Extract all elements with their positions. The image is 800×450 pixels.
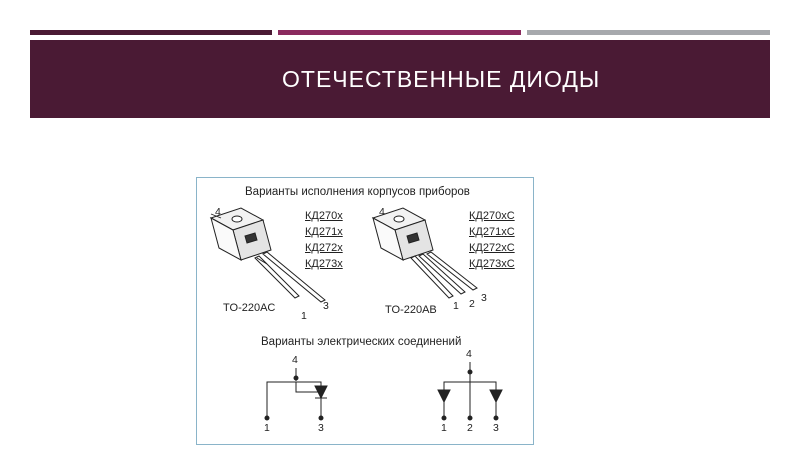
left-part-1: КД270х: [305, 210, 343, 222]
left-pin-4: 4: [215, 206, 221, 218]
right-schematic-pin-3: 3: [493, 422, 499, 434]
right-part-2: КД271хС: [469, 226, 515, 238]
right-part-3: КД272хС: [469, 242, 515, 254]
to220ac-package-drawing: [209, 207, 326, 303]
connections-heading: Варианты электрических соединений: [261, 336, 462, 348]
header-stripe-2: [278, 30, 521, 35]
header-stripe-1: [30, 30, 272, 35]
packages-heading: Варианты исполнения корпусов приборов: [245, 186, 470, 198]
left-schematic-drawing: [264, 368, 328, 421]
right-schematic-pin-4: 4: [466, 348, 472, 360]
diode-drawing: [209, 207, 503, 421]
left-part-3: КД272х: [305, 242, 343, 254]
left-part-2: КД271х: [305, 226, 343, 238]
right-pin-4: 4: [379, 206, 385, 218]
slide-title: ОТЕЧЕСТВЕННЫЕ ДИОДЫ: [282, 66, 601, 92]
left-package-name: TO-220AC: [223, 302, 276, 314]
left-part-4: КД273х: [305, 258, 343, 270]
right-schematic-pin-1: 1: [441, 422, 447, 434]
right-schematic-drawing: [437, 362, 503, 421]
title-bar: ОТЕЧЕСТВЕННЫЕ ДИОДЫ: [30, 40, 770, 118]
left-pin-3: 3: [323, 300, 329, 312]
right-package-name: TO-220AB: [385, 304, 437, 316]
right-pin-2: 2: [469, 298, 475, 310]
right-part-1: КД270хС: [469, 210, 515, 222]
left-pin4-leader: [210, 213, 222, 219]
right-part-4: КД273хС: [469, 258, 515, 270]
right-pin-1: 1: [453, 300, 459, 312]
right-pin-3: 3: [481, 292, 487, 304]
to220ab-package-drawing: [371, 207, 478, 299]
left-pin-1: 1: [301, 310, 307, 322]
left-schematic-pin-4: 4: [292, 354, 298, 366]
header-stripe-3: [527, 30, 770, 35]
left-schematic-pin-3: 3: [318, 422, 324, 434]
diode-figure: Варианты исполнения корпусов приборов 4 …: [196, 177, 534, 445]
right-schematic-pin-2: 2: [467, 422, 473, 434]
left-schematic-pin-1: 1: [264, 422, 270, 434]
